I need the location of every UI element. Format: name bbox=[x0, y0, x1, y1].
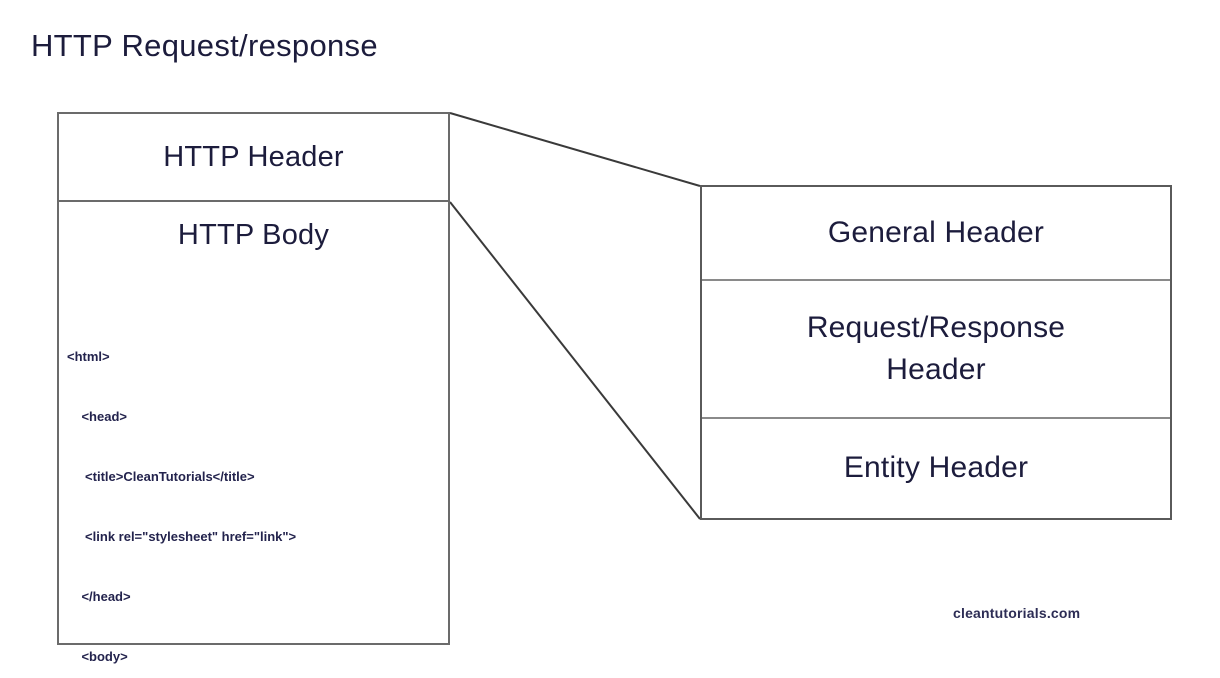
connector-line-top bbox=[449, 112, 701, 187]
entity-header-section: Entity Header bbox=[702, 419, 1170, 516]
request-response-header-label-line1: Request/Response bbox=[806, 311, 1066, 344]
code-line: </head> bbox=[67, 589, 131, 604]
general-header-label: General Header bbox=[827, 216, 1045, 249]
code-line: <body> bbox=[67, 649, 128, 664]
html-code-listing: <html> <head> <title>CleanTutorials</tit… bbox=[67, 307, 296, 678]
watermark: cleantutorials.com bbox=[953, 605, 1081, 621]
http-header-section: HTTP Header bbox=[59, 114, 448, 202]
code-line: <head> bbox=[67, 409, 127, 424]
http-body-section: HTTP Body <html> <head> <title>CleanTuto… bbox=[59, 219, 448, 664]
page-title: HTTP Request/response bbox=[31, 28, 378, 63]
code-line: <html> bbox=[67, 349, 110, 364]
code-line: <link rel="stylesheet" href="link"> bbox=[67, 529, 297, 544]
code-line: <title>CleanTutorials</title> bbox=[67, 469, 255, 484]
connector-line-bottom bbox=[449, 201, 701, 520]
http-header-label: HTTP Header bbox=[163, 140, 344, 173]
entity-header-label: Entity Header bbox=[843, 450, 1029, 484]
general-header-section: General Header bbox=[702, 187, 1170, 281]
request-response-header-label-line2: Header bbox=[886, 353, 986, 386]
http-message-box: HTTP Header HTTP Body <html> <head> <tit… bbox=[57, 112, 450, 664]
http-body-label: HTTP Body bbox=[177, 219, 330, 251]
